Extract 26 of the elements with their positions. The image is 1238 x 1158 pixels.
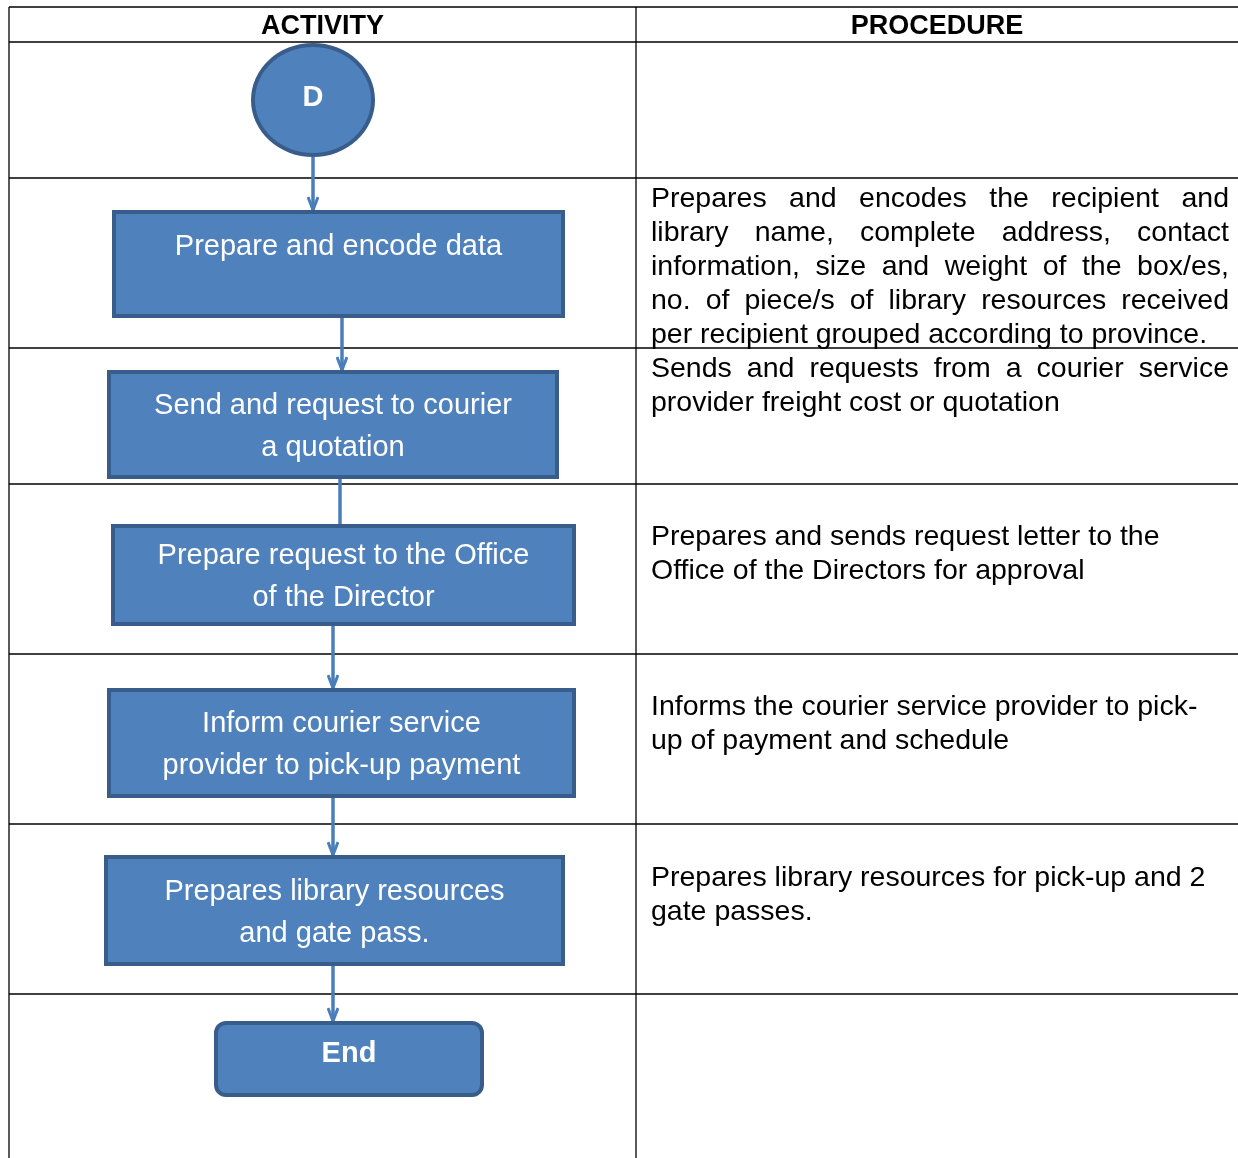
- column-header: ACTIVITY: [260, 9, 385, 42]
- step-label: D: [302, 79, 324, 114]
- process-box: [104, 855, 565, 966]
- connector-line: [338, 479, 342, 524]
- step-label: End: [321, 1035, 377, 1070]
- arrow: [326, 626, 340, 690]
- step-label: Inform courier service provider to pick-up payment: [161, 705, 522, 782]
- process-box: [112, 210, 565, 318]
- procedure-text: Prepares library resources for pick-up and 2 gate passes.: [651, 859, 1207, 927]
- terminator-box: [214, 1021, 484, 1097]
- procedure-text: Prepares and encodes the recipient and library name, complete address, contact information, size and weight of the box/es, no. of piece/s of library resources received per recipient grouped according to province.: [651, 180, 1229, 350]
- arrow: [326, 966, 340, 1023]
- step-label: Prepares library resources and gate pass.: [163, 872, 506, 950]
- arrow: [306, 157, 320, 212]
- arrow: [335, 318, 349, 372]
- process-box: [107, 370, 559, 479]
- procedure-text: Informs the courier service provider to pick-up of payment and schedule: [651, 688, 1199, 756]
- step-label: Send and request to courier a quotation: [153, 386, 513, 464]
- step-label: Prepare and encode data: [174, 228, 503, 263]
- procedure-text: Sends and requests from a courier service provider freight cost or quotation: [651, 350, 1229, 418]
- process-box: [111, 524, 576, 626]
- procedure-text: Prepares and sends request letter to the Office of the Directors for approval: [651, 518, 1161, 586]
- process-box: [107, 688, 576, 798]
- arrow: [326, 798, 340, 857]
- step-label: Prepare request to the Office of the Director: [156, 537, 531, 614]
- column-header: PROCEDURE: [849, 9, 1025, 42]
